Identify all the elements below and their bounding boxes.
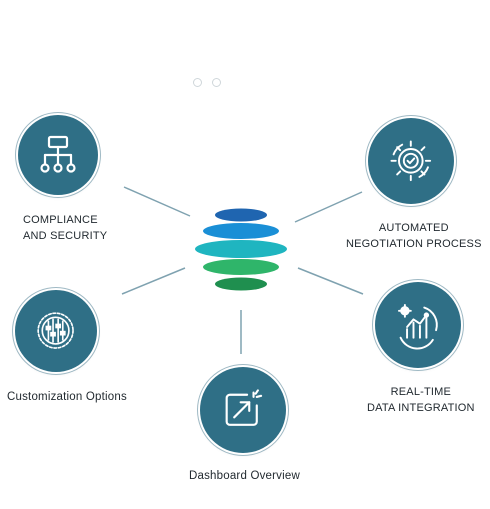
realtime-label: REAL-TIME DATA INTEGRATION xyxy=(367,384,475,416)
carousel-dot[interactable] xyxy=(193,78,202,87)
negotiation-label: AUTOMATED NEGOTIATION PROCESS xyxy=(346,220,482,252)
sliders-icon xyxy=(37,312,75,350)
carousel-dot[interactable] xyxy=(212,78,221,87)
negotiation-label-line2: NEGOTIATION PROCESS xyxy=(346,238,482,250)
connector-customization xyxy=(121,267,186,295)
negotiation-label-line1: AUTOMATED xyxy=(378,222,449,234)
carousel-dots[interactable] xyxy=(193,74,231,92)
connector-negotiation xyxy=(294,191,363,223)
dashboard-label-line1: Dashboard Overview xyxy=(189,470,300,482)
realtime-label-line1: REAL-TIME xyxy=(390,386,452,398)
dashboard-spark-icon xyxy=(225,389,263,427)
customization-label: Customization Options xyxy=(7,389,127,405)
stack-layer-4 xyxy=(203,259,279,275)
negotiation-node[interactable] xyxy=(368,118,454,204)
customization-node[interactable] xyxy=(15,290,97,372)
stack-layer-5 xyxy=(215,277,267,291)
connector-compliance xyxy=(123,186,191,217)
compliance-label: COMPLIANCE AND SECURITY xyxy=(23,212,107,244)
compliance-node[interactable] xyxy=(18,115,98,195)
stack-layer-2 xyxy=(203,223,279,239)
compliance-label-line1: COMPLIANCE xyxy=(23,214,98,226)
dashboard-label: Dashboard Overview xyxy=(189,468,300,484)
stack-layer-3 xyxy=(195,240,287,258)
gear-check-icon xyxy=(390,140,432,182)
customization-label-line1: Customization Options xyxy=(7,391,127,403)
dashboard-node[interactable] xyxy=(200,367,286,453)
compliance-label-line2: AND SECURITY xyxy=(23,230,108,242)
stack-layer-1 xyxy=(215,208,267,222)
connector-realtime xyxy=(297,267,364,295)
realtime-label-line2: DATA INTEGRATION xyxy=(367,402,475,414)
hierarchy-icon xyxy=(40,135,76,173)
realtime-node[interactable] xyxy=(375,282,461,368)
center-stack-logo xyxy=(195,208,287,291)
analytics-gear-icon xyxy=(398,304,438,350)
